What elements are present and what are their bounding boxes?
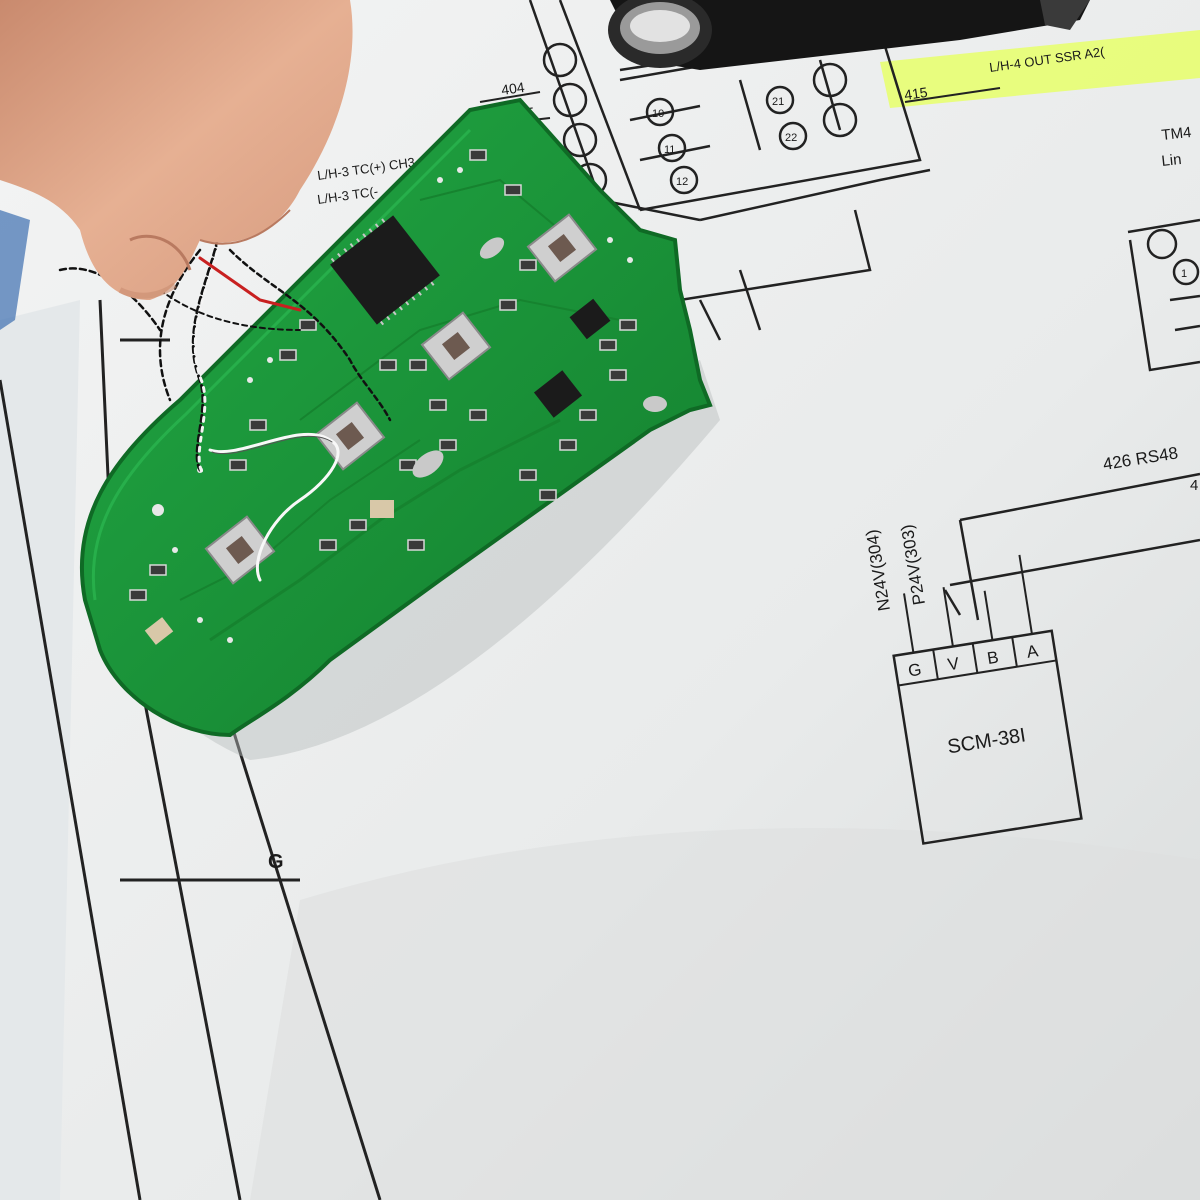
grid-letter-g: G: [268, 851, 284, 873]
small-ic-2: [569, 298, 611, 340]
paper-shadow: [250, 828, 1200, 1200]
wire-pin-a: [1018, 554, 1033, 635]
small-ic-1: [533, 370, 583, 418]
terminal-1: 1: [1181, 268, 1187, 280]
crystal-components: [144, 237, 667, 645]
right-terminal-component: [1127, 218, 1200, 372]
label-lin: Lin: [1161, 151, 1183, 170]
pin-a: A: [1025, 641, 1040, 662]
tactile-switches: [204, 213, 598, 585]
pcb-vias: [152, 167, 633, 643]
rs485-wires: [943, 472, 1200, 621]
terminal-10: 10: [652, 108, 664, 120]
wire-pin-g: [903, 593, 915, 653]
terminal-22: 22: [785, 132, 797, 144]
paper-left-edge: [0, 300, 80, 1200]
pin-b: B: [986, 648, 1000, 669]
wire-pin-b: [983, 590, 994, 641]
pin-divider-1: [932, 649, 939, 680]
black-device: [608, 0, 1090, 70]
highlighter-mark: [880, 30, 1200, 108]
pin-g: G: [907, 660, 923, 681]
hand: [0, 0, 353, 300]
capacitor: [370, 500, 394, 518]
wire-415: 415: [903, 84, 929, 103]
pin-divider-3: [1011, 636, 1018, 667]
terminal-11: 11: [664, 144, 675, 156]
smd-components: [129, 149, 637, 601]
terminal-21: 21: [772, 96, 784, 108]
wire-404: 404: [500, 79, 526, 98]
wire-pin-v: [942, 587, 954, 647]
pin-v: V: [946, 654, 961, 675]
twisted-wires: [58, 228, 392, 582]
terminal-12: 12: [676, 176, 688, 188]
main-ic: [330, 215, 440, 326]
label-rs485-b: 4: [1190, 477, 1198, 494]
blue-strap: [0, 210, 30, 330]
label-tm: TM4: [1161, 124, 1193, 144]
pin-divider-2: [971, 643, 979, 674]
